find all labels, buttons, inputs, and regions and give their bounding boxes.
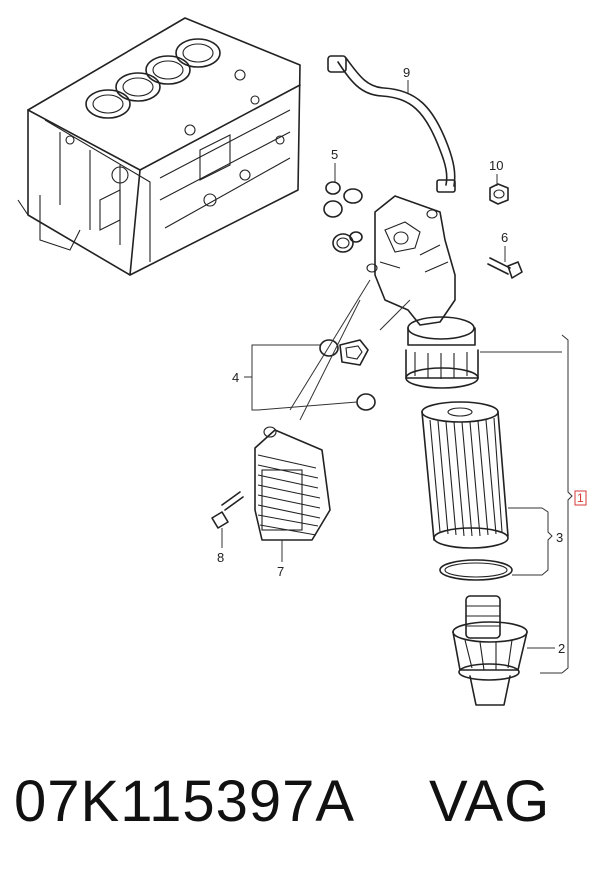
breather-hose-part-9 [327, 55, 456, 193]
callout-10: 10 [489, 158, 503, 173]
engine-block-illustration [17, 17, 301, 276]
brand-label: VAG [429, 769, 551, 834]
callout-2: 2 [558, 641, 565, 656]
callout-6: 6 [501, 230, 508, 245]
part-number: 07K115397A [14, 769, 356, 834]
callout-3: 3 [556, 530, 563, 545]
seal-rings-part-5 [323, 181, 363, 253]
bolt-part-6 [487, 257, 523, 279]
bolt-part-8 [211, 491, 244, 529]
filter-cap-part-2 [452, 595, 528, 706]
callout-7: 7 [277, 564, 284, 579]
callout-5: 5 [331, 147, 338, 162]
leader-lines [221, 80, 573, 674]
o-ring [439, 559, 513, 581]
oil-cooler-part-7 [254, 426, 331, 541]
exploded-parts-diagram: 9 10 5 6 4 1 3 2 7 8 [17, 17, 587, 706]
oil-filter-housing [366, 195, 479, 389]
callout-1-box [574, 490, 587, 506]
callout-8: 8 [217, 550, 224, 565]
callout-4: 4 [232, 370, 239, 385]
callout-9: 9 [403, 65, 410, 80]
callout-1: 1 [577, 491, 584, 505]
bolt-part-10 [489, 183, 509, 205]
filter-element-part-3 [421, 401, 509, 549]
gaskets-part-4 [319, 339, 376, 411]
footer: 07K115397A VAG [14, 762, 594, 842]
